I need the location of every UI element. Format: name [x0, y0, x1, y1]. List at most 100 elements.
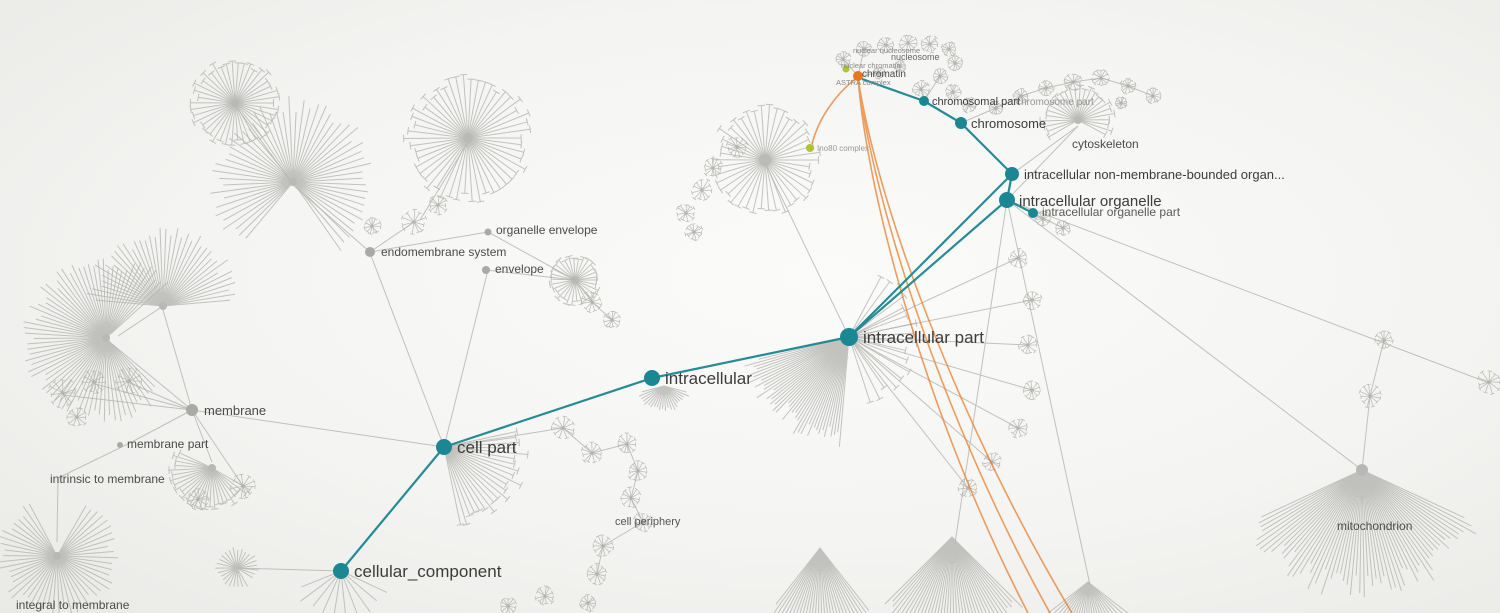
term-label-integral-to-membrane[interactable]: integral to membrane: [16, 598, 130, 612]
cluster-fan: [215, 547, 259, 587]
gray-term-node[interactable]: [186, 404, 198, 416]
cluster-star: [940, 41, 957, 57]
cluster-fan: [548, 255, 601, 306]
cluster-fan: [189, 60, 281, 146]
gray-edges: [56, 48, 1490, 586]
cluster-star: [876, 37, 895, 55]
term-label-membrane[interactable]: membrane: [204, 403, 266, 418]
cluster-star: [872, 66, 886, 80]
cluster-fan: [443, 427, 529, 526]
cluster-fan: [1039, 83, 1116, 141]
node-intracellular-part[interactable]: [840, 328, 858, 346]
cluster-star: [401, 209, 427, 235]
cluster-star: [1012, 88, 1029, 105]
term-label-organelle-envelope[interactable]: organelle envelope: [496, 223, 598, 237]
node-label-cell-part[interactable]: cell part: [457, 438, 517, 457]
term-label-nucleosome[interactable]: nucleosome: [891, 52, 940, 62]
orange-edges: [811, 77, 1073, 613]
term-label-membrane-part[interactable]: membrane part: [127, 437, 209, 451]
cluster-star: [627, 460, 648, 482]
cluster-star: [1034, 210, 1051, 227]
term-label-cytoskeleton[interactable]: cytoskeleton: [1072, 137, 1139, 151]
node-astra-complex-node[interactable]: [842, 65, 850, 73]
cluster-star: [911, 79, 930, 99]
node-label-chromosome[interactable]: chromosome: [971, 116, 1046, 131]
node-cell-part[interactable]: [436, 439, 452, 455]
cluster-star: [229, 473, 256, 500]
cluster-star: [1022, 291, 1043, 311]
teal-path-edges: [340, 77, 1034, 572]
node-label-intracellular-part[interactable]: intracellular part: [863, 328, 984, 347]
cluster-star: [586, 563, 607, 586]
cluster-fan: [1047, 581, 1129, 613]
cluster-star: [961, 96, 977, 114]
cluster-fan: [884, 536, 1023, 613]
cluster-star: [115, 367, 142, 394]
cluster-star: [66, 407, 87, 427]
term-label-mitochondrion[interactable]: mitochondrion: [1337, 519, 1412, 533]
cluster-fan: [773, 547, 870, 613]
cluster-star: [551, 415, 575, 440]
cluster-star: [1145, 87, 1162, 105]
cluster-star: [500, 597, 517, 613]
cluster-star: [1063, 73, 1083, 92]
cluster-star: [676, 204, 696, 223]
node-intracellular-non-membrane-bounded-organelle[interactable]: [1005, 167, 1019, 181]
cluster-star: [1038, 80, 1055, 97]
cluster-fan: [168, 449, 253, 511]
node-chromosome[interactable]: [955, 117, 967, 129]
cluster-star: [617, 432, 637, 454]
term-label-cell-periphery[interactable]: cell periphery: [615, 516, 681, 528]
term-label-chromatin[interactable]: chromatin: [862, 69, 906, 80]
node-intracellular[interactable]: [644, 370, 660, 386]
cluster-star: [363, 217, 382, 235]
cluster-star: [1477, 370, 1500, 395]
cluster-star: [957, 478, 978, 497]
node-label-intracellular-organelle[interactable]: intracellular organelle: [1019, 193, 1162, 210]
cluster-star: [981, 452, 1002, 472]
gray-term-node[interactable]: [117, 442, 123, 448]
term-label-astra-complex[interactable]: ASTRA complex: [836, 78, 891, 87]
term-label-ino80-complex[interactable]: Ino80 complex: [817, 144, 869, 153]
term-label-endomembrane-system[interactable]: endomembrane system: [381, 245, 506, 259]
term-label-intrinsic-to-membrane[interactable]: intrinsic to membrane: [50, 472, 165, 486]
cluster-fan: [0, 503, 118, 613]
node-nucleosome-hub[interactable]: [853, 71, 863, 81]
cluster-fan: [638, 385, 690, 411]
term-label-nuclear-nucleosome[interactable]: nuclear nucleosome: [853, 46, 920, 55]
node-chromosomal-part[interactable]: [919, 96, 929, 106]
cluster-star: [1358, 383, 1382, 409]
gray-term-node[interactable]: [482, 266, 490, 274]
node-cellular-component[interactable]: [333, 563, 349, 579]
cluster-star: [1008, 248, 1028, 269]
cluster-star: [947, 55, 964, 72]
cluster-star: [1091, 69, 1110, 86]
cluster-star: [580, 291, 603, 313]
gray-term-node[interactable]: [365, 247, 375, 257]
term-label-nuclear-chromatin[interactable]: nuclear chromatin: [841, 61, 901, 70]
node-intracellular-organelle[interactable]: [999, 192, 1015, 208]
cluster-star: [428, 195, 448, 216]
cluster-star: [620, 486, 642, 509]
node-intracellular-organelle-part[interactable]: [1028, 208, 1038, 218]
cluster-fan: [210, 96, 372, 251]
cluster-star: [632, 512, 653, 533]
term-label-chromosome-part[interactable]: chromosome part: [1016, 97, 1094, 108]
cluster-star: [1119, 78, 1137, 95]
node-label-cellular-component[interactable]: cellular_component: [354, 562, 502, 581]
cluster-fan: [86, 227, 236, 310]
gray-term-node[interactable]: [484, 228, 492, 236]
cluster-star: [684, 223, 704, 242]
cluster-star: [835, 51, 852, 67]
node-label-intracellular[interactable]: intracellular: [665, 369, 752, 388]
cluster-star: [534, 585, 555, 606]
node-label-chromosomal-part[interactable]: chromosomal part: [932, 96, 1020, 108]
cluster-star: [1008, 418, 1028, 439]
term-label-envelope[interactable]: envelope: [495, 262, 544, 276]
node-label-intracellular-organelle-part[interactable]: intracellular organelle part: [1042, 205, 1181, 219]
node-label-intracellular-non-membrane-bounded-organelle[interactable]: intracellular non-membrane-bounded organ…: [1024, 167, 1285, 182]
node-ino80-complex-node[interactable]: [806, 144, 814, 152]
cluster-star: [703, 157, 723, 177]
